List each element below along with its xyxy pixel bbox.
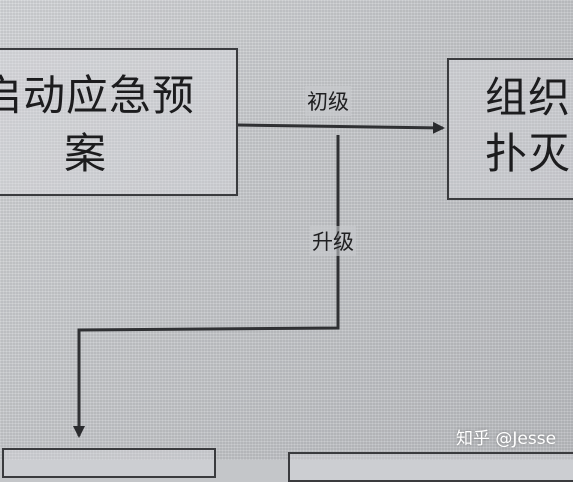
watermark: 知乎 @Jesse bbox=[456, 429, 557, 449]
launch-plan-text-line2: 案 bbox=[64, 129, 108, 178]
organize-text-line2: 扑灭 bbox=[485, 129, 572, 178]
launch-emergency-plan-box: 启动应急预 案 bbox=[0, 48, 238, 196]
bottom-left-box bbox=[2, 448, 216, 478]
edge-label-upgrade: 升级 bbox=[310, 226, 356, 256]
edge-label-initial: 初级 bbox=[305, 86, 351, 116]
bottom-right-box bbox=[288, 452, 573, 482]
launch-plan-text-line1: 启动应急预 bbox=[0, 71, 196, 120]
arrow-initial-to-organize bbox=[237, 121, 445, 134]
organize-extinguish-box: 组织 扑灭 bbox=[447, 58, 573, 200]
organize-text-line1: 组织 bbox=[485, 73, 572, 122]
